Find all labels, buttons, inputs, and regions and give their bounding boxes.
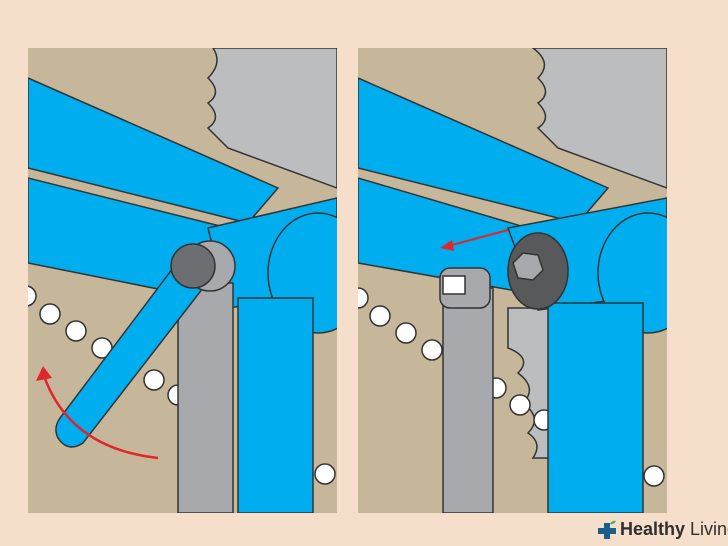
crank-arm <box>177 282 234 513</box>
crank-arm <box>442 287 494 513</box>
seat-tube <box>547 302 644 513</box>
brand-logo: Healthy Living <box>597 519 728 540</box>
arrow-head <box>440 240 454 251</box>
wrench <box>55 266 205 448</box>
rotation-arrow <box>41 372 159 460</box>
illustration-panel-wrench <box>28 48 337 513</box>
spindle-nut <box>512 252 544 281</box>
chainring <box>531 48 667 189</box>
seat-tube <box>237 297 314 513</box>
chainring <box>206 48 337 189</box>
plus-leaf-icon <box>598 520 616 539</box>
illustration-panel-crank-removed <box>358 48 667 513</box>
removal-arrow <box>447 229 509 247</box>
arrow-head <box>36 366 52 381</box>
brand-name-regular: Living <box>690 519 728 539</box>
wrench-head <box>170 243 216 289</box>
brand-name-bold: Healthy <box>620 519 686 539</box>
bolt-head <box>442 275 466 295</box>
